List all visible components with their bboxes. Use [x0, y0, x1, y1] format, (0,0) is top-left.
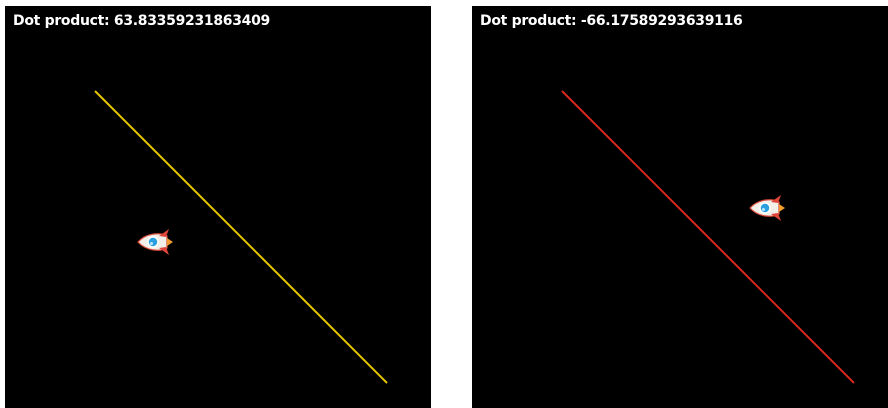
rocket-ship-icon[interactable]	[137, 229, 173, 255]
direction-line	[561, 90, 855, 384]
scene-left	[94, 90, 388, 384]
dot-product-readout: Dot product: -66.17589293639116	[480, 13, 743, 29]
game-canvas-left[interactable]: Dot product: 63.83359231863409	[5, 6, 431, 408]
rocket-ship-icon[interactable]	[749, 195, 785, 221]
scene-right	[561, 90, 855, 384]
dot-product-readout: Dot product: 63.83359231863409	[13, 13, 270, 29]
direction-line	[94, 90, 388, 384]
game-canvas-right[interactable]: Dot product: -66.17589293639116	[472, 6, 888, 408]
